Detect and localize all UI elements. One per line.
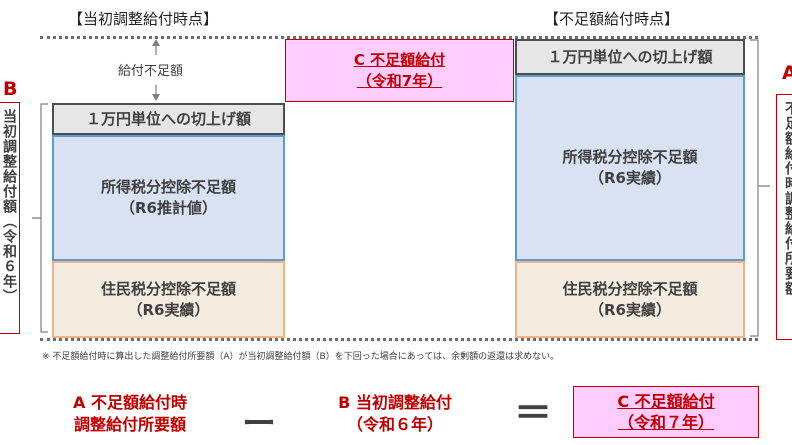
right-round-up-box: １万円単位への切上げ額 xyxy=(515,39,745,75)
side-label-a-box: 不足額給付時調整給付所要額 xyxy=(776,94,792,340)
left-bracket xyxy=(30,100,50,342)
left-income-tax-line2: （R6推計値） xyxy=(120,199,217,217)
center-title: C 不足額給付 xyxy=(353,50,446,69)
left-income-tax-line1: 所得税分控除不足額 xyxy=(100,178,236,196)
right-section-header: 【不足額給付時点】 xyxy=(544,10,680,28)
formula-b: B 当初調整給付 （令和６年） xyxy=(310,392,480,436)
side-letter-a: A xyxy=(782,62,792,84)
left-resident-tax-box: 住民税分控除不足額 （R6実績） xyxy=(52,261,285,338)
left-income-tax-box: 所得税分控除不足額 （R6推計値） xyxy=(52,135,285,261)
right-resident-tax-box: 住民税分控除不足額 （R6実績） xyxy=(515,261,745,338)
bottom-dotted-line xyxy=(40,338,758,341)
formula-a: A 不足額給付時 調整給付所要額 xyxy=(40,392,220,436)
right-income-tax-line1: 所得税分控除不足額 xyxy=(562,148,698,166)
shortfall-double-arrow-icon xyxy=(148,39,164,101)
formula-b-line2: （令和６年） xyxy=(346,415,443,434)
right-round-up-label: １万円単位への切上げ額 xyxy=(547,47,713,66)
left-section-header: 【当初調整給付時点】 xyxy=(68,10,219,28)
left-round-up-box: １万円単位への切上げ額 xyxy=(52,103,285,135)
side-label-b-box: 当初調整給付額（令和６年） xyxy=(0,102,20,334)
right-bracket xyxy=(748,38,772,340)
formula-c-line1: C 不足額給付 xyxy=(617,392,715,411)
left-resident-tax-line2: （R6実績） xyxy=(127,300,210,319)
side-label-b-text: 当初調整給付額（令和６年） xyxy=(1,109,17,304)
formula-b-line1: B 当初調整給付 xyxy=(338,393,452,412)
center-shortfall-payment-box: C 不足額給付 （令和7年） xyxy=(285,39,514,102)
left-resident-tax-line1: 住民税分控除不足額 xyxy=(100,279,236,298)
formula-a-line2: 調整給付所要額 xyxy=(73,415,186,434)
right-income-tax-line2: （R6実績） xyxy=(589,169,671,187)
right-income-tax-box: 所得税分控除不足額 （R6実績） xyxy=(515,75,745,261)
side-letter-b: B xyxy=(3,78,18,100)
right-resident-tax-line1: 住民税分控除不足額 xyxy=(562,279,698,298)
left-round-up-label: １万円単位への切上げ額 xyxy=(85,109,251,128)
formula-c-box: C 不足額給付 （令和７年） xyxy=(573,386,759,438)
formula-a-line1: A 不足額給付時 xyxy=(73,393,187,412)
formula-c-line2: （令和７年） xyxy=(617,413,714,432)
footnote: ※ 不足額給付時に算出した調整給付所要額（A）が当初調整給付額（B）を下回った場… xyxy=(42,352,560,362)
shortfall-label: 給付不足額 xyxy=(118,64,184,79)
side-label-a-text: 不足額給付時調整給付所要額 xyxy=(783,101,792,296)
center-subtitle: （令和7年） xyxy=(356,71,443,90)
top-dotted-line xyxy=(40,36,758,39)
minus-sign: ー xyxy=(242,404,276,444)
equals-sign: ＝ xyxy=(514,391,553,435)
right-resident-tax-line2: （R6実績） xyxy=(589,300,671,319)
